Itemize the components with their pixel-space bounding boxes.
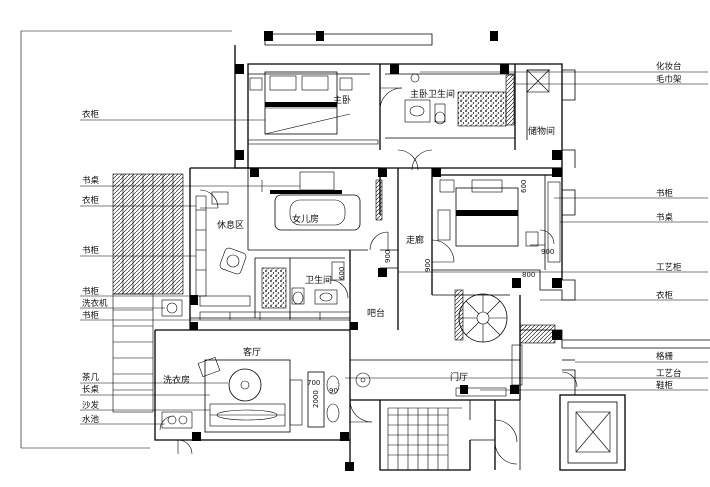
label-master-bath: 主卧卫生间 — [410, 88, 455, 100]
dim-600-room: 600 — [520, 180, 528, 193]
callout-left-2: 衣柜 — [82, 195, 100, 206]
callout-left-10: 水池 — [82, 414, 100, 425]
callout-right-1: 毛巾架 — [656, 74, 682, 85]
daughter-bed — [274, 194, 361, 231]
label-lounge: 休息区 — [217, 219, 244, 231]
callout-left-1: 书桌 — [82, 175, 100, 186]
callout-left-4: 书柜 — [82, 286, 100, 297]
callout-left-8: 长桌 — [82, 384, 100, 395]
furniture — [161, 71, 561, 433]
callout-right-2: 书柜 — [656, 188, 674, 199]
label-corridor: 走廊 — [406, 234, 424, 246]
callout-right-6: 格栅 — [656, 351, 674, 362]
label-foyer: 门厅 — [450, 371, 468, 383]
label-storage: 储物间 — [528, 125, 555, 137]
dim-90: 90 — [329, 387, 338, 395]
dim-800: 800 — [522, 271, 535, 279]
label-daughter-room: 女儿房 — [292, 213, 319, 225]
callout-right-7: 工艺台 — [656, 368, 682, 379]
site-outline — [20, 30, 232, 449]
callout-left-9: 沙发 — [82, 400, 100, 411]
room-labels: 主卧 主卧卫生间 储物间 女儿房 休息区 卫生间 吧台 走廊 客厅 洗衣房 门厅 — [163, 88, 555, 386]
stairs — [387, 289, 556, 470]
callout-left-3: 书柜 — [82, 245, 100, 256]
dim-700: 700 — [307, 379, 320, 387]
callout-left-6: 书柜 — [82, 310, 100, 321]
dimension-labels: 600 900 900 600 900 800 700 2000 90 — [307, 180, 554, 408]
label-master-bedroom: 主卧 — [333, 94, 351, 106]
callouts-right: 化妆台 毛巾架 书柜 书桌 工艺柜 衣柜 格栅 工艺台 鞋柜 — [345, 61, 708, 391]
dim-600-bath: 600 — [338, 267, 346, 280]
balcony-deck — [112, 173, 184, 413]
callout-right-8: 鞋柜 — [656, 380, 674, 391]
callout-left-0: 衣柜 — [82, 109, 100, 120]
columns — [190, 31, 562, 471]
callout-right-4: 工艺柜 — [656, 262, 682, 273]
dim-900-corridor: 900 — [384, 250, 392, 263]
callout-left-5: 洗衣机 — [82, 298, 108, 309]
dim-900-left: 900 — [424, 259, 432, 272]
dim-2000: 2000 — [312, 390, 320, 408]
dim-900-room: 900 — [541, 248, 554, 256]
callout-right-3: 书桌 — [656, 212, 674, 223]
label-laundry-room: 洗衣房 — [163, 374, 190, 386]
callout-left-7: 茶几 — [82, 372, 100, 383]
bedroom-bed — [455, 187, 519, 247]
callouts-left: 衣柜 书桌 衣柜 书柜 书柜 洗衣机 书柜 茶几 长桌 沙发 水池 — [80, 109, 265, 425]
callout-right-5: 衣柜 — [656, 290, 674, 301]
label-living-room: 客厅 — [243, 346, 261, 358]
callout-right-0: 化妆台 — [656, 61, 682, 72]
label-bar: 吧台 — [367, 307, 385, 319]
label-bathroom: 卫生间 — [305, 274, 332, 286]
shower — [457, 91, 507, 127]
